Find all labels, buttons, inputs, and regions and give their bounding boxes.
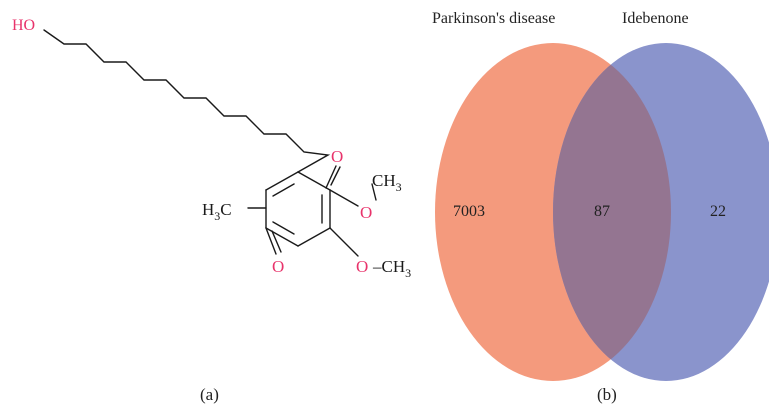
methoxy-top-bond [329,189,359,207]
methoxy-bottom-oxygen: O [356,257,368,276]
hydroxyl-label: HO [12,17,35,34]
quinone-ring [265,171,331,247]
venn-label-parkinsons: Parkinson's disease [432,10,555,27]
idebenone-structure [43,29,377,257]
panel-b-caption: (b) [597,385,617,404]
alkyl-chain [43,29,331,173]
carbonyl-bottom-oxygen: O [272,257,284,276]
methoxy-top-oxygen: O [360,203,372,222]
venn-count-parkinsons-only: 7003 [453,203,485,220]
carbonyl-bottom-bond [265,227,277,255]
venn-count-idebenone-only: 22 [710,203,726,220]
methoxy-top-methyl: CH3 [372,171,402,194]
carbonyl-top-oxygen: O [331,147,343,166]
methoxy-bottom-methyl: –CH3 [372,257,411,280]
venn-label-idebenone: Idebenone [622,10,689,27]
methoxy-bottom-bond [329,227,359,257]
carbonyl-top-bond [325,165,337,189]
venn-count-overlap: 87 [594,203,610,220]
ring-methyl-label: H3C [202,200,232,223]
venn-overlap-region [553,43,671,381]
panel-a-caption: (a) [200,385,219,404]
venn-diagram [435,43,769,381]
